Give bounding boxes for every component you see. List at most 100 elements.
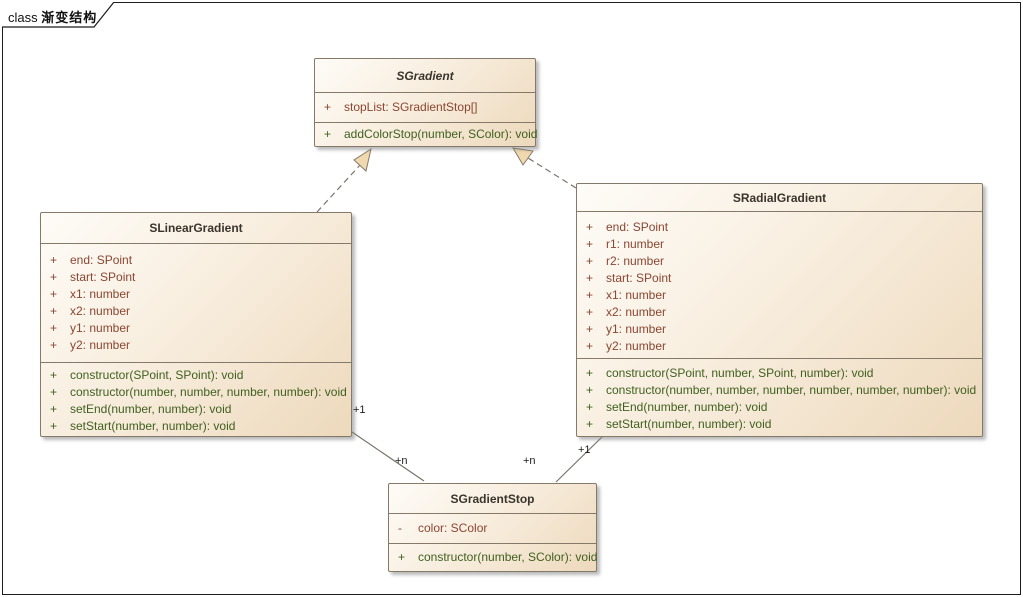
visibility-marker: + xyxy=(50,402,58,416)
class-slineargradient[interactable]: SLinearGradient + end: SPoint + start: S… xyxy=(40,212,352,437)
method-text: setStart(number, number): void xyxy=(70,419,236,433)
attribute-text: start: SPoint xyxy=(606,271,672,285)
visibility-marker: + xyxy=(50,304,58,318)
realization-edge-radial[interactable] xyxy=(527,157,577,189)
multiplicity-label-radial-source: +1 xyxy=(578,444,591,456)
method-text: constructor(SPoint, number, SPoint, numb… xyxy=(606,366,874,380)
attribute-text: stopList: SGradientStop[] xyxy=(344,100,478,114)
attribute-text: end: SPoint xyxy=(606,220,669,234)
attribute: - color: SColor xyxy=(389,520,596,537)
attribute: + end: SPoint xyxy=(41,252,351,269)
method: + constructor(SPoint, SPoint): void xyxy=(41,367,351,384)
method-text: addColorStop(number, SColor): void xyxy=(344,127,538,141)
attribute: + x1: number xyxy=(41,286,351,303)
attribute-text: r1: number xyxy=(606,237,665,251)
visibility-marker: + xyxy=(50,287,58,301)
attribute: + y1: number xyxy=(41,320,351,337)
method-text: constructor(number, number, number, numb… xyxy=(70,385,347,399)
association-edge-linear-stop[interactable] xyxy=(351,431,425,482)
attribute: + x2: number xyxy=(577,304,982,321)
methods-compartment: + constructor(SPoint, number, SPoint, nu… xyxy=(577,359,982,436)
class-sgradient[interactable]: SGradient + stopList: SGradientStop[] + … xyxy=(314,58,538,147)
class-name: SRadialGradient xyxy=(577,184,982,212)
class-name: SGradient xyxy=(315,59,535,93)
method: + constructor(number, SColor): void xyxy=(389,549,598,566)
visibility-marker: + xyxy=(50,385,58,399)
diagram-keyword: class xyxy=(8,10,38,25)
visibility-marker: - xyxy=(398,521,402,535)
attribute: + r2: number xyxy=(577,253,982,270)
visibility-marker: + xyxy=(586,322,594,336)
attribute-text: x1: number xyxy=(606,288,667,302)
attribute-text: y1: number xyxy=(70,321,131,335)
multiplicity-label-radial-target: +n xyxy=(523,455,536,467)
class-name: SLinearGradient xyxy=(41,213,351,244)
realization-edge-linear[interactable] xyxy=(316,163,362,213)
visibility-marker: + xyxy=(50,270,58,284)
method: + setStart(number, number): void xyxy=(41,418,351,435)
attribute: + x2: number xyxy=(41,303,351,320)
attributes-compartment: + end: SPoint + r1: number + r2: number … xyxy=(577,212,982,359)
attribute-text: color: SColor xyxy=(418,521,488,535)
method: + constructor(number, number, number, nu… xyxy=(577,382,982,399)
class-sradialgradient[interactable]: SRadialGradient + end: SPoint + r1: numb… xyxy=(576,183,983,437)
visibility-marker: + xyxy=(50,419,58,433)
attribute-text: x2: number xyxy=(606,305,667,319)
visibility-marker: + xyxy=(586,237,594,251)
method: + setEnd(number, number): void xyxy=(577,399,982,416)
attribute-text: x1: number xyxy=(70,287,131,301)
visibility-marker: + xyxy=(586,271,594,285)
method: + constructor(number, number, number, nu… xyxy=(41,384,351,401)
attributes-compartment: + end: SPoint + start: SPoint + x1: numb… xyxy=(41,244,351,363)
attribute-text: x2: number xyxy=(70,304,131,318)
visibility-marker: + xyxy=(50,338,58,352)
class-name: SGradientStop xyxy=(389,484,596,514)
visibility-marker: + xyxy=(586,288,594,302)
attributes-compartment: - color: SColor xyxy=(389,514,596,544)
attribute-text: end: SPoint xyxy=(70,253,133,267)
visibility-marker: + xyxy=(586,339,594,353)
method-text: constructor(SPoint, SPoint): void xyxy=(70,368,244,382)
method-text: setEnd(number, number): void xyxy=(606,400,768,414)
method-text: constructor(number, SColor): void xyxy=(418,550,598,564)
method: + addColorStop(number, SColor): void xyxy=(315,126,538,143)
attribute: + start: SPoint xyxy=(577,270,982,287)
visibility-marker: + xyxy=(586,417,594,431)
visibility-marker: + xyxy=(50,253,58,267)
method: + setEnd(number, number): void xyxy=(41,401,351,418)
visibility-marker: + xyxy=(586,366,594,380)
attributes-compartment: + stopList: SGradientStop[] xyxy=(315,93,535,123)
attribute-text: start: SPoint xyxy=(70,270,136,284)
visibility-marker: + xyxy=(324,100,332,114)
generalization-arrow-icon xyxy=(512,147,534,166)
attribute: + x1: number xyxy=(577,287,982,304)
visibility-marker: + xyxy=(586,400,594,414)
attribute-text: y2: number xyxy=(70,338,131,352)
multiplicity-label-linear-target: +n xyxy=(395,455,408,467)
methods-compartment: + constructor(SPoint, SPoint): void + co… xyxy=(41,363,351,436)
methods-compartment: + addColorStop(number, SColor): void xyxy=(315,123,538,146)
diagram-name: 渐变结构 xyxy=(41,10,98,25)
attribute: + r1: number xyxy=(577,236,982,253)
method-text: constructor(number, number, number, numb… xyxy=(606,383,977,397)
methods-compartment: + constructor(number, SColor): void xyxy=(389,544,598,571)
method-text: setEnd(number, number): void xyxy=(70,402,232,416)
method-text: setStart(number, number): void xyxy=(606,417,772,431)
method: + constructor(SPoint, number, SPoint, nu… xyxy=(577,365,982,382)
multiplicity-label-linear-source: +1 xyxy=(353,404,366,416)
class-sgradientstop[interactable]: SGradientStop - color: SColor + construc… xyxy=(388,483,597,572)
tab-outline xyxy=(2,2,115,28)
attribute-text: y1: number xyxy=(606,322,667,336)
attribute: + start: SPoint xyxy=(41,269,351,286)
visibility-marker: + xyxy=(586,220,594,234)
association-edge-radial-stop[interactable] xyxy=(555,436,603,483)
attribute-text: y2: number xyxy=(606,339,667,353)
visibility-marker: + xyxy=(398,550,406,564)
attribute: + y1: number xyxy=(577,321,982,338)
visibility-marker: + xyxy=(586,305,594,319)
attribute: + y2: number xyxy=(577,338,982,355)
attribute: + stopList: SGradientStop[] xyxy=(315,99,535,116)
visibility-marker: + xyxy=(324,127,332,141)
